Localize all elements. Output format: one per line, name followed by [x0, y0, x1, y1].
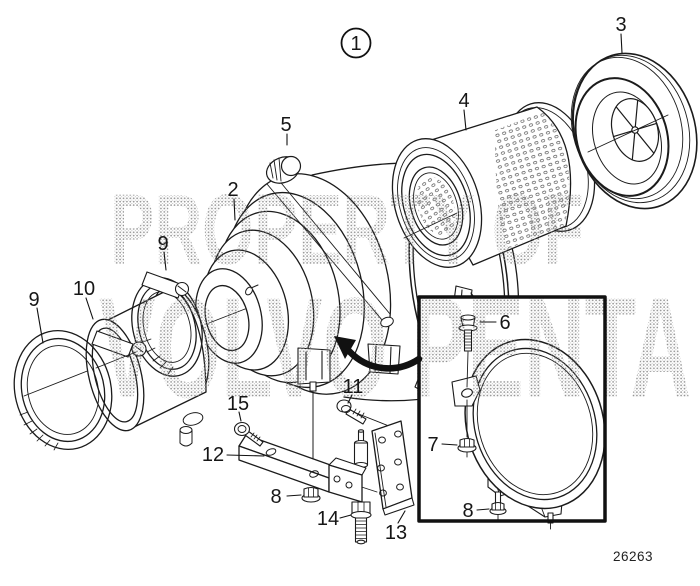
cap-port-hole: [380, 316, 394, 328]
sleeve-drain-nub: [179, 426, 193, 447]
callout-1: 1: [350, 33, 361, 55]
inset-border: [417, 295, 607, 523]
callout-leader-lines: [36, 33, 623, 524]
watermark-line-1: PROPERTY OF: [110, 174, 584, 286]
callout-4: 4: [458, 90, 469, 112]
inset-pointer-arrow: [334, 336, 423, 372]
axis-line-right: [403, 114, 669, 239]
mounting-plate: [371, 420, 415, 516]
callout-9-right: 9: [157, 233, 168, 255]
callout-3: 3: [615, 14, 626, 36]
support-bracket: [238, 434, 367, 503]
callout-7: 7: [427, 434, 438, 456]
callout-5: 5: [280, 114, 291, 136]
callout-8-inset: 8: [462, 500, 473, 522]
inset-detail: [419, 297, 606, 530]
callout-15: 15: [227, 393, 249, 415]
callout-8-main: 8: [270, 486, 281, 508]
callout-14: 14: [317, 508, 339, 530]
callout-9-left: 9: [28, 289, 39, 311]
watermark-line-2: VOLVO PENTA: [99, 269, 691, 428]
end-cover: [570, 52, 698, 210]
axis-segments-left: [95, 308, 246, 369]
hose-clamp-left: [13, 329, 147, 451]
hose-clamp-right: [131, 271, 203, 377]
callout-2: 2: [227, 179, 238, 201]
callout-11: 11: [343, 376, 364, 398]
callout-13: 13: [385, 522, 407, 544]
ring-lug: [451, 375, 481, 407]
flange-bolt-6: [458, 314, 478, 352]
cap-leader-lines: [266, 177, 391, 321]
nut-8-inset: [489, 501, 507, 522]
callout-6: 6: [499, 312, 510, 334]
drawing-number: 26263: [613, 549, 653, 564]
sealing-cap: [265, 155, 302, 184]
housing-foot-left: [297, 347, 331, 392]
callout-10: 10: [73, 278, 95, 300]
nut-8-main: [301, 486, 321, 503]
screw-15: [233, 421, 264, 447]
mounting-ring: [464, 338, 606, 510]
callout-12: 12: [202, 444, 224, 466]
flange-nut-7: [457, 437, 477, 458]
watermark: PROPERTY OF VOLVO PENTA: [99, 174, 691, 428]
neck-pin: [245, 284, 259, 296]
figure-ref-circle: [340, 27, 372, 59]
filter-element: [391, 102, 596, 268]
